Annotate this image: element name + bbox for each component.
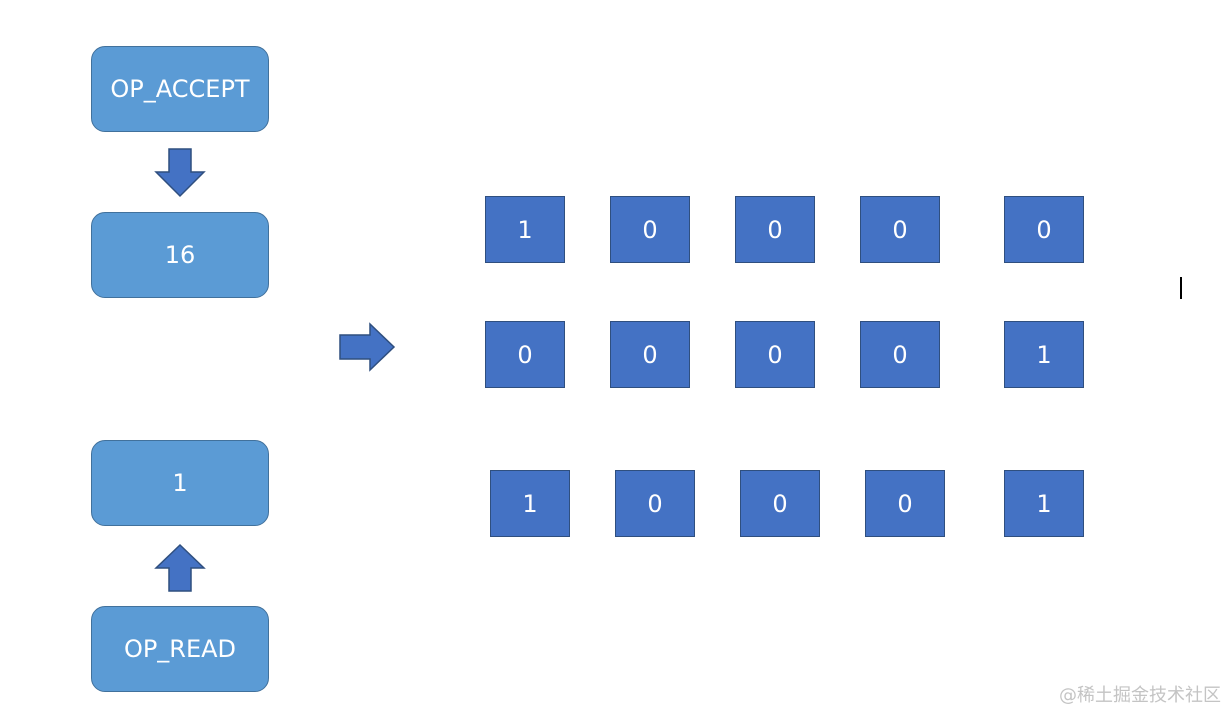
bit-value: 1 (522, 489, 538, 518)
bit-cell: 0 (860, 196, 940, 263)
bit-cell: 1 (1004, 470, 1084, 537)
bit-value: 0 (767, 215, 783, 244)
op-accept-label: OP_ACCEPT (110, 75, 250, 103)
bit-value: 0 (897, 489, 913, 518)
bit-cell: 0 (615, 470, 695, 537)
bit-value: 0 (892, 215, 908, 244)
bit-value: 1 (1036, 340, 1052, 369)
bit-value: 0 (767, 340, 783, 369)
down-arrow-icon (154, 148, 206, 198)
bit-cell: 0 (860, 321, 940, 388)
op-read-box: OP_READ (91, 606, 269, 692)
op-read-label: OP_READ (123, 635, 237, 663)
op-read-value-box: 1 (91, 440, 269, 526)
bit-value: 0 (517, 340, 533, 369)
bit-cell: 0 (485, 321, 565, 388)
bit-cell: 0 (610, 321, 690, 388)
bit-cell: 1 (490, 470, 570, 537)
right-arrow-icon (339, 322, 396, 372)
bit-cell: 0 (740, 470, 820, 537)
bit-cell: 1 (1004, 321, 1084, 388)
op-accept-value-label: 16 (164, 241, 196, 269)
bit-value: 0 (892, 340, 908, 369)
bit-cell: 0 (610, 196, 690, 263)
bit-value: 0 (642, 340, 658, 369)
bit-value: 1 (517, 215, 533, 244)
up-arrow-icon (154, 543, 206, 592)
bit-value: 0 (647, 489, 663, 518)
watermark: @稀土掘金技术社区 (1059, 685, 1221, 706)
bit-cell: 0 (735, 321, 815, 388)
bit-cell: 1 (485, 196, 565, 263)
op-read-value-label: 1 (172, 469, 188, 497)
bit-value: 0 (1036, 215, 1052, 244)
bit-value: 0 (772, 489, 788, 518)
op-accept-value-box: 16 (91, 212, 269, 298)
bit-value: 1 (1036, 489, 1052, 518)
op-accept-box: OP_ACCEPT (91, 46, 269, 132)
bit-value: 0 (642, 215, 658, 244)
bit-cell: 0 (865, 470, 945, 537)
text-cursor (1180, 277, 1182, 299)
bit-cell: 0 (735, 196, 815, 263)
bit-cell: 0 (1004, 196, 1084, 263)
